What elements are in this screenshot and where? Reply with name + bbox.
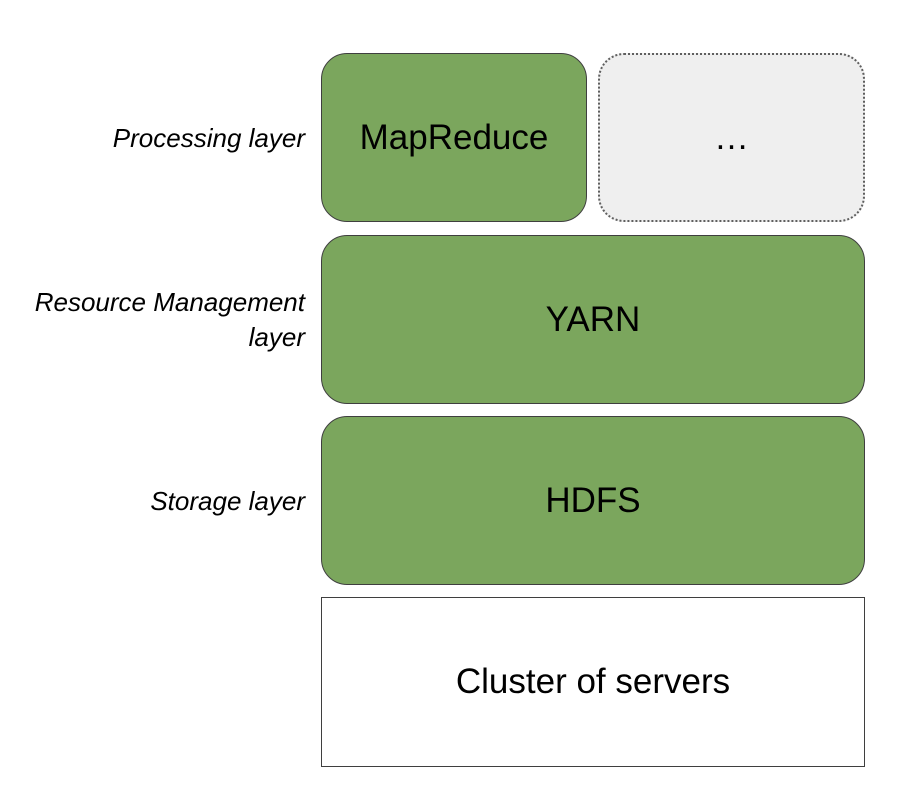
processing-layer-label: Processing layer <box>112 123 305 153</box>
resource-management-layer-label: Resource Management layer <box>35 285 305 355</box>
mapreduce-box: MapReduce <box>321 53 587 222</box>
yarn-text: YARN <box>545 299 641 339</box>
other-processing-placeholder-box: … <box>598 53 865 222</box>
cluster-of-servers-box: Cluster of servers <box>321 597 865 767</box>
yarn-box: YARN <box>321 235 865 404</box>
hdfs-box: HDFS <box>321 416 865 585</box>
hdfs-text: HDFS <box>545 480 641 520</box>
resource-management-label-line-2: layer <box>248 322 305 352</box>
mapreduce-text: MapReduce <box>359 117 549 157</box>
storage-layer-label: Storage layer <box>150 486 305 516</box>
cluster-of-servers-text: Cluster of servers <box>455 662 731 701</box>
resource-management-label-line-1: Resource Management <box>34 287 305 317</box>
ellipsis-text: … <box>714 117 749 157</box>
